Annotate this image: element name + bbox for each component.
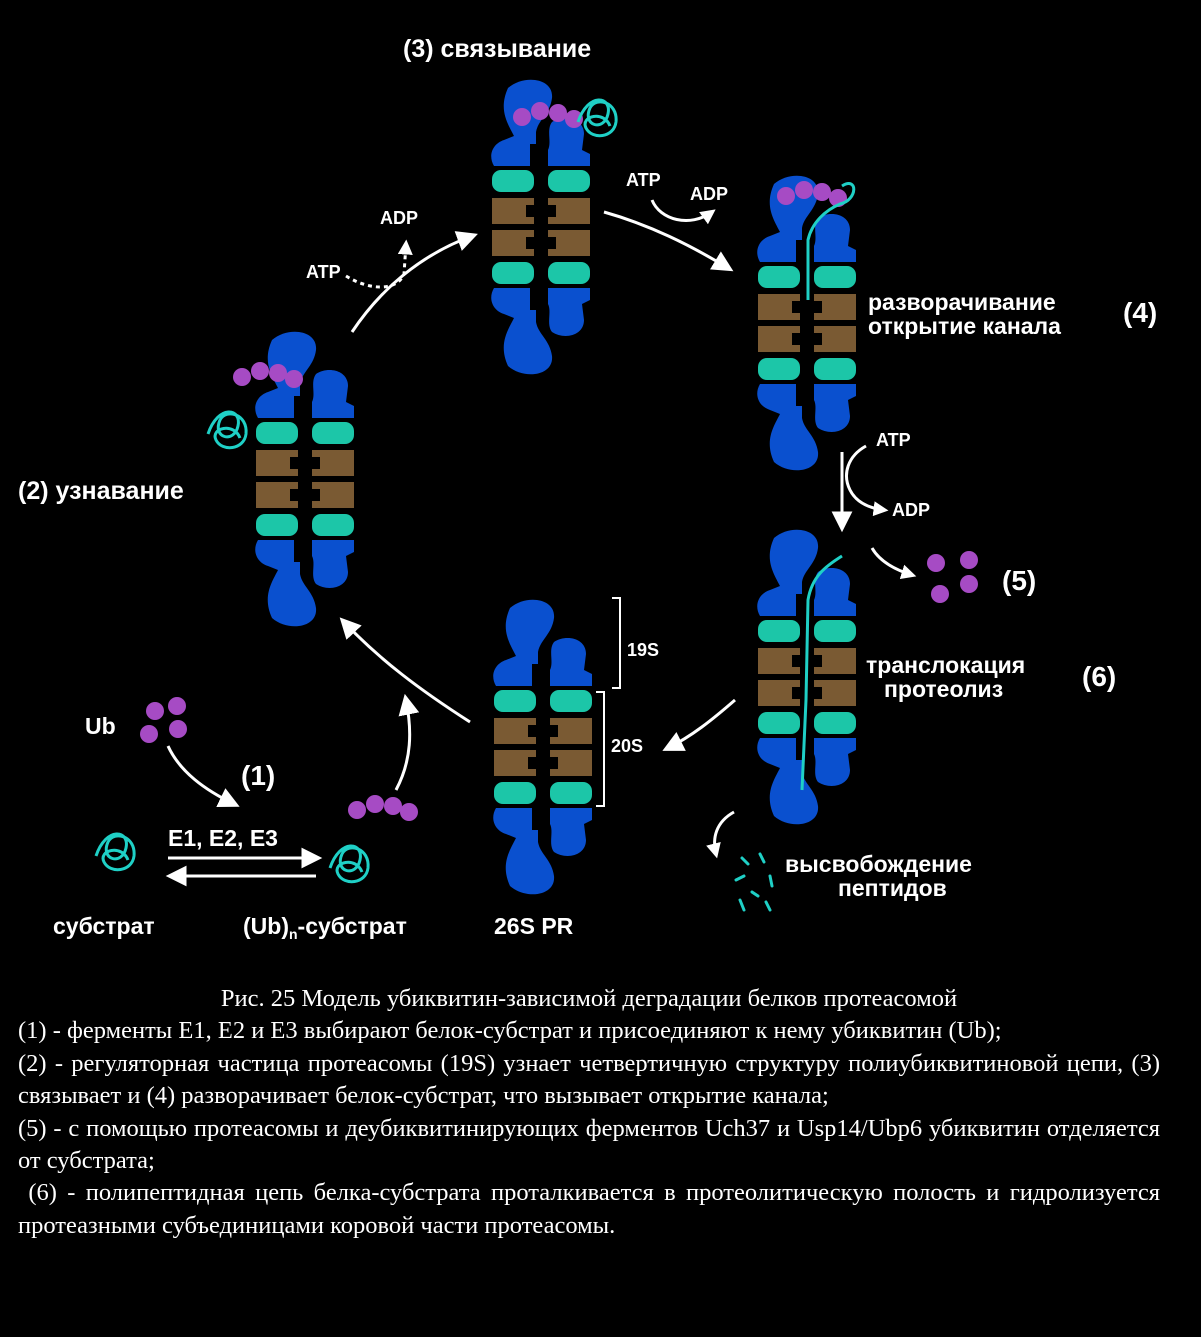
substrate-binding: [576, 98, 618, 138]
ub-label: Ub: [85, 713, 116, 739]
arrow-peptide-release: [706, 810, 735, 859]
atp-label-binding: ATP: [626, 170, 661, 190]
atp-label-recognition: ATP: [306, 262, 341, 282]
step-4-number: (4): [1123, 297, 1157, 328]
atp-hydrolysis-translocation: [845, 444, 889, 517]
substrate-unfolded-strand: [806, 182, 856, 300]
caption-step-6: (6) - полипептидная цепь белка-субстрата…: [18, 1179, 1167, 1239]
ub-chain-substrate: [348, 795, 418, 821]
arrow-binding-to-unfolding: [603, 210, 734, 272]
arrow-ub-release: [870, 547, 917, 580]
label-20s: 20S: [611, 736, 643, 756]
proteasome-label: 26S PR: [494, 913, 574, 939]
step-6-line1: транслокация: [866, 652, 1025, 678]
released-peptides: [734, 852, 774, 912]
adp-label-binding: ADP: [690, 184, 728, 204]
step-1-number: (1): [241, 760, 275, 791]
proteasome-unfolding: [757, 176, 856, 471]
substrate-label: субстрат: [53, 913, 155, 939]
arrow-ub-substrate-to-idle: [394, 693, 420, 791]
substrate-free: [94, 832, 136, 872]
bracket-19s: [612, 597, 621, 689]
step-4-line1: разворачивание: [868, 289, 1056, 315]
step-6-line2: протеолиз: [884, 676, 1003, 702]
adp-label-translocation: ADP: [892, 500, 930, 520]
proteasome-26s-idle: [493, 600, 592, 895]
figure-caption: Рис. 25 Модель убиквитин-зависимой дегра…: [18, 983, 1160, 1242]
arrow-translocation-to-idle: [662, 698, 736, 751]
arrow-recognition-to-binding: [350, 231, 478, 333]
step-4-line2: открытие канала: [868, 313, 1061, 339]
step-5-number: (5): [1002, 565, 1036, 596]
substrate-translocating-strand: [800, 554, 843, 791]
substrate-ubiquitinated: [328, 844, 370, 884]
atp-label-translocation: ATP: [876, 430, 911, 450]
caption-title: Рис. 25 Модель убиквитин-зависимой дегра…: [220, 985, 958, 1012]
caption-step-1: (1) - ферменты E1, E2 и E3 выбирают бело…: [18, 1017, 1002, 1045]
released-ubiquitin: [927, 551, 978, 603]
ub-substrate-label: (Ub)n-субстрат: [243, 913, 407, 942]
step-3-label: (3) связывание: [403, 35, 591, 63]
substrate-recognition: [206, 410, 248, 450]
label-19s: 19S: [627, 640, 659, 660]
peptide-release-line2: пептидов: [838, 875, 947, 901]
proteasome-cycle-diagram: (3) связывание (2) узнавание разворачива…: [18, 35, 1157, 942]
step-6-number: (6): [1082, 661, 1116, 692]
step-2-label: (2) узнавание: [18, 477, 184, 505]
caption-steps-2-4: (2) - регуляторная частица протеасомы (1…: [18, 1049, 1160, 1110]
arrow-ub-addition: [166, 745, 240, 808]
free-ubiquitin: [140, 697, 187, 743]
arrow-idle-to-recognition: [339, 617, 471, 724]
adp-label-recognition: ADP: [380, 208, 418, 228]
caption-step-5: (5) - с помощью протеасомы и деубиквитин…: [18, 1114, 1160, 1175]
enzymes-label: E1, E2, E3: [168, 825, 278, 851]
peptide-release-line1: высвобождение: [785, 851, 972, 877]
atp-hydrolysis-binding: [650, 199, 716, 225]
atp-hydrolysis-recognition: [345, 239, 413, 289]
bracket-20s: [596, 691, 605, 807]
